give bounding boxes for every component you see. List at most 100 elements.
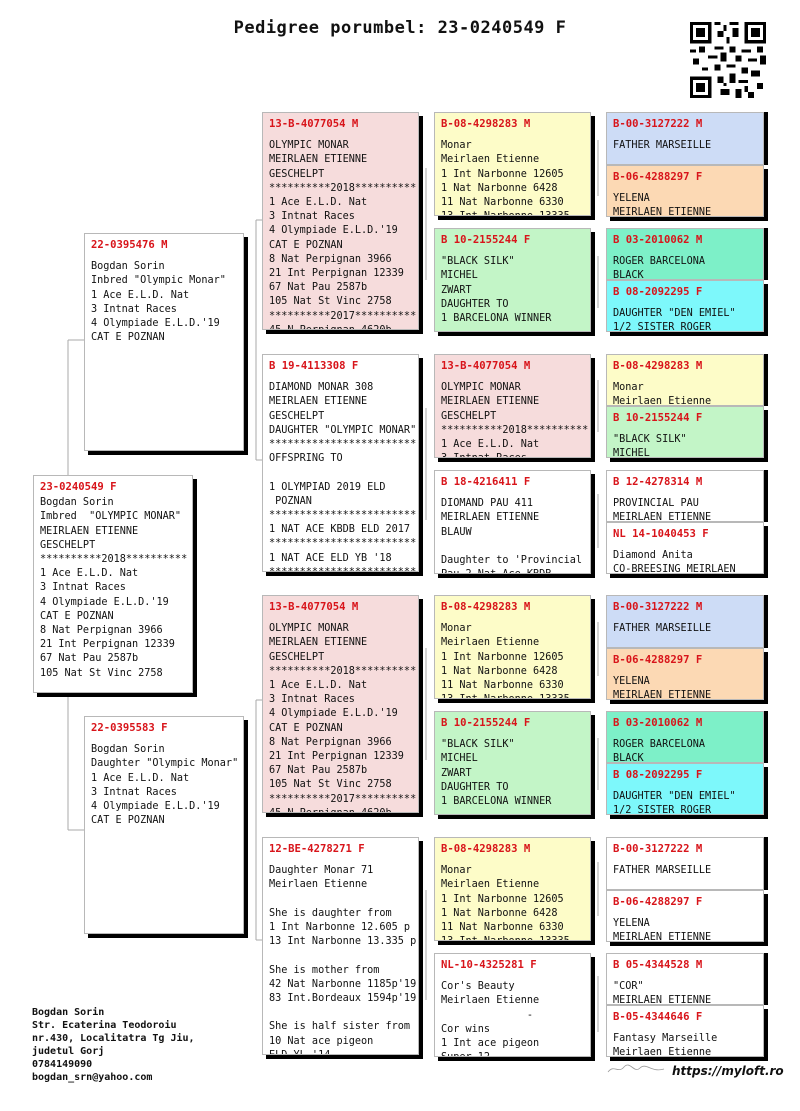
pigeon-info-line: 1/2 SISTER ROGER [613,805,712,815]
ring-number: B-08-4298283 M [441,601,531,613]
ring-number: B 10-2155244 F [613,412,703,424]
ring-number: 13-B-4077054 M [441,360,531,372]
pigeon-info-line: "BLACK SILK" [441,256,515,268]
pigeon-info-line: 4 Olympiade E.L.D.'19 [91,801,220,813]
pigeon-info-line: 1 BARCELONA WINNER [441,796,552,808]
pigeon-info-line: PROVINCIAL PAU [613,498,699,510]
pigeon-info-line: MEIRLAEN ETIENNE [269,637,368,649]
ring-number: 12-BE-4278271 F [269,843,365,855]
pigeon-info-line: 21 Int Perpignan 12339 [269,751,404,763]
pigeon-info-line: MEIRLAEN ETIENNE [613,512,712,522]
pigeon-info-line: **********2017********** [269,310,417,322]
ring-number: B 03-2010062 M [613,234,703,246]
pigeon-info-line: MEIRLAEN ETIENNE [441,512,540,524]
breeder-email[interactable]: bogdan_srn@yahoo.com [32,1072,153,1083]
pigeon-info-line: 1 Int Narbonne 12.605 p [269,922,411,934]
pigeon-info-line: 8 Nat Perpignan 3966 [40,625,163,637]
pigeon-info-line: Bogdan Sorin [91,261,165,273]
pigeon-card-g5-15[interactable]: B 05-4344528 M"COR"MEIRLAEN ETIENNE [606,953,764,1005]
pigeon-info-line: Meirlaen Etienne [613,1047,712,1057]
ring-number: B 10-2155244 F [441,234,531,246]
ring-number: B 08-2092295 F [613,769,703,781]
pigeon-info-line: 1 NAT ACE ELD YB '18 [269,552,392,564]
pigeon-info-line: GESCHELPT [269,651,325,663]
pigeon-info-line: Pau 2 Nat Ace KBDB [441,568,584,573]
pigeon-info-line: ************************ [269,510,417,522]
pigeon-info-line: Monar [441,623,472,635]
website-link[interactable]: https://myloft.ro [672,1064,784,1078]
pigeon-info-line: MEIRLAEN ETIENNE [269,396,368,408]
ring-number: B-08-4298283 M [441,843,531,855]
pigeon-info-line: 1 Nat Narbonne 6428 [441,182,558,194]
ring-number: B 12-4278314 M [613,476,703,488]
pigeon-info-line: GESCHELPT [441,410,497,422]
pigeon-info-line: ************************ [269,538,417,550]
pigeon-info-line: "BLACK SILK" [441,739,515,751]
pigeon-info-line: 67 Nat Pau 2587b [269,765,368,777]
pigeon-info-line: 3 Intnat Races [269,211,355,223]
pigeon-info-line: Fantasy Marseille [613,1033,718,1045]
pigeon-info-line: YELENA [613,193,650,205]
pigeon-info-line: MICHEL [441,753,478,765]
pigeon-card-g5-7[interactable]: B 12-4278314 M PROVINCIAL PAU MEIRLAEN ETI… [606,470,764,522]
pigeon-info-line: She is half sister from [269,1021,411,1033]
breeder-name: Bogdan Sorin [32,1007,105,1018]
ring-number: B-00-3127222 M [613,601,703,613]
pigeon-info-line [269,466,412,480]
ring-number: B 19-4113308 F [269,360,359,372]
pigeon-info-line: 3 Intnat Races [91,303,177,315]
pigeon-info-line [441,540,584,554]
ring-number: B 08-2092295 F [613,286,703,298]
pigeon-info-line: 1 Ace E.L.D. Nat [269,197,368,209]
pigeon-info-line: Diamond Anita [613,550,693,562]
pigeon-info-line: GESCHELPT [269,168,325,180]
pigeon-info-line: Cor wins [441,1023,491,1035]
ring-number: NL-10-4325281 F [441,959,537,971]
pigeon-info-line: CAT E POZNAN [269,239,343,251]
pigeon-info-line: 3 Intnat Races [269,694,355,706]
pigeon-info-line: OLYMPIC MONAR [441,382,521,394]
pigeon-info-line: DAUGHTER "DEN EMIEL" [613,308,736,320]
pigeon-info-line: 1 BARCELONA WINNER [441,313,552,325]
pigeon-info-line: 105 Nat St Vinc 2758 [269,779,392,791]
ring-number: B-08-4298283 M [613,360,703,372]
pigeon-info-line: **********2017********** [269,793,417,805]
pigeon-card-g5-6[interactable]: B 10-2155244 F"BLACK SILK"MICHEL [606,406,764,458]
pigeon-info-line: 3 Intnat Races [441,452,584,457]
pigeon-info-line: 13 Int Narbonne 13.335 p [269,936,417,948]
pigeon-info-line: Inbred "Olympic Monar" [91,275,226,287]
ring-number: B-05-4344646 F [613,1011,703,1023]
pigeon-info-line: MICHEL [441,270,478,282]
signature-image [606,1062,666,1078]
pigeon-info-line: Meirlaen Etienne [269,879,368,891]
pigeon-info-line: 8 Nat Perpignan 3966 [269,736,392,748]
